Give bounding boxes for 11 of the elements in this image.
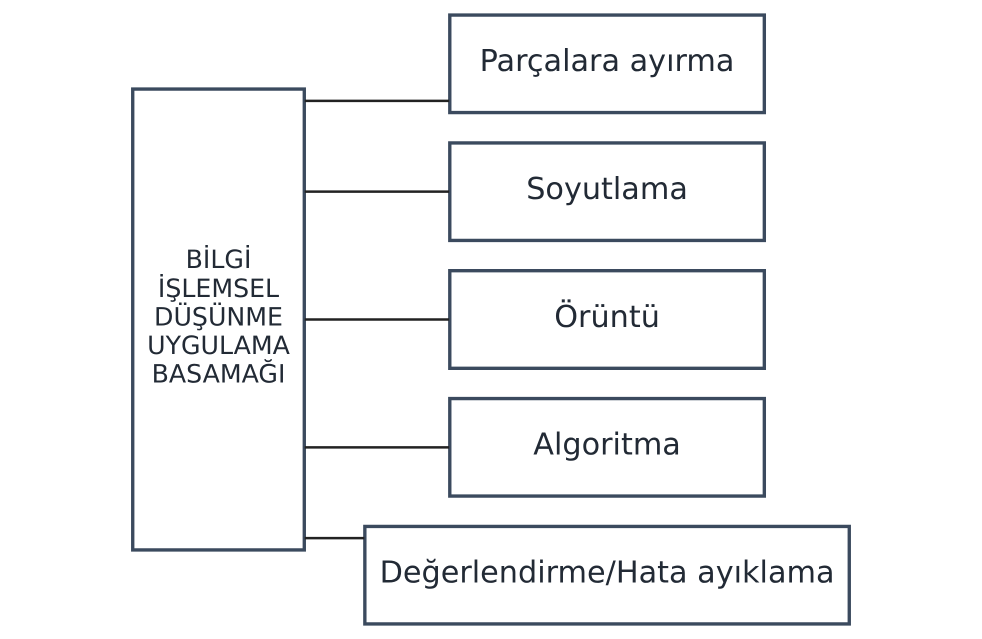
connector (304, 190, 450, 193)
connector (304, 446, 450, 449)
node-box: Soyutlama (448, 141, 766, 242)
connector (304, 100, 450, 102)
node-box: BİLGİ İŞLEMSEL DÜŞÜNME UYGULAMA BASAMAĞI (131, 87, 306, 552)
node-box: Parçalara ayırma (448, 13, 766, 114)
connector (304, 318, 450, 321)
connector (304, 536, 364, 540)
node-box: Örüntü (448, 269, 766, 370)
node-box: Değerlendirme/Hata ayıklama (363, 524, 851, 626)
node-box: Algoritma (448, 396, 766, 498)
